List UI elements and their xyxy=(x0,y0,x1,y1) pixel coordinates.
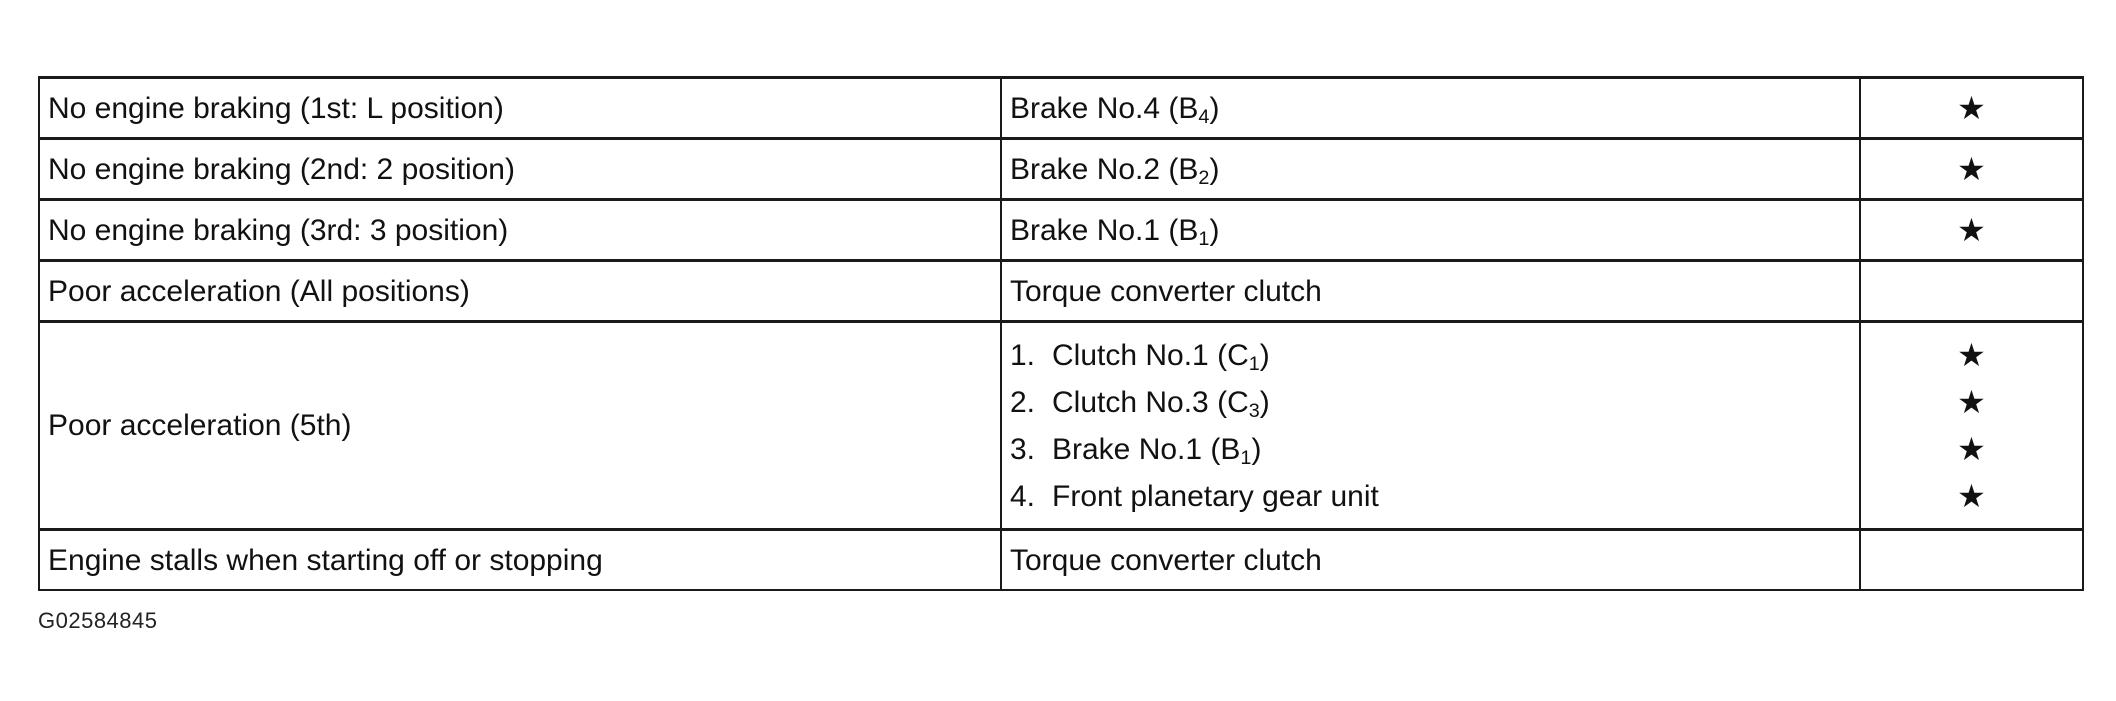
part-subscript: 1 xyxy=(1248,352,1260,375)
table-row: No engine braking (2nd: 2 position) Brak… xyxy=(38,137,2084,201)
symptom-text: Engine stalls when starting off or stopp… xyxy=(48,543,603,577)
part-line: Torque converter clutch xyxy=(1010,268,1851,315)
table-row: Poor acceleration (All positions) Torque… xyxy=(38,259,2084,323)
symptom-cell: Poor acceleration (All positions) xyxy=(38,259,1002,323)
mark-cell: ★ xyxy=(1859,198,2084,262)
item-number: 3. xyxy=(1010,432,1036,466)
mark-cell: ★ ★ ★ ★ xyxy=(1859,320,2084,531)
item-number: 1. xyxy=(1010,338,1036,372)
figure-code: G02584845 xyxy=(38,608,158,633)
symptom-cell: Poor acceleration (5th) xyxy=(38,320,1002,531)
mark-cell xyxy=(1859,259,2084,323)
part-line: 4. Front planetary gear unit xyxy=(1010,473,1851,520)
part-subscript: 1 xyxy=(1240,446,1252,469)
part-text: Brake No.1 (B xyxy=(1010,213,1199,247)
part-line: Brake No.4 (B4) xyxy=(1010,85,1851,132)
star-icon: ★ xyxy=(1957,336,1986,373)
part-line: 3. Brake No.1 (B1) xyxy=(1010,426,1851,473)
part-line: 2. Clutch No.3 (C3) xyxy=(1010,379,1851,426)
part-line: Brake No.2 (B2) xyxy=(1010,146,1851,193)
part-line: Brake No.1 (B1) xyxy=(1010,207,1851,254)
part-text: Brake No.1 (B xyxy=(1052,432,1241,466)
part-subscript: 3 xyxy=(1248,399,1260,422)
symptom-cell: Engine stalls when starting off or stopp… xyxy=(38,528,1002,591)
part-cell: Brake No.2 (B2) xyxy=(1000,137,1861,201)
part-text: Torque converter clutch xyxy=(1010,543,1322,577)
part-text: Front planetary gear unit xyxy=(1052,479,1379,513)
symptom-text: Poor acceleration (All positions) xyxy=(48,274,470,308)
part-line: Torque converter clutch xyxy=(1010,537,1851,584)
table-row: No engine braking (3rd: 3 position) Brak… xyxy=(38,198,2084,262)
mark-cell xyxy=(1859,528,2084,591)
part-subscript: 1 xyxy=(1198,227,1210,250)
part-suffix: ) xyxy=(1209,152,1220,186)
table-row: No engine braking (1st: L position) Brak… xyxy=(38,76,2084,140)
part-cell: 1.Clutch No.1 (C1) 2.Clutch No.3 (C3) 3.… xyxy=(1000,320,1861,531)
symptom-cell: No engine braking (3rd: 3 position) xyxy=(38,198,1002,262)
symptom-cell: No engine braking (2nd: 2 position) xyxy=(38,137,1002,201)
symptom-text: No engine braking (2nd: 2 position) xyxy=(48,152,515,186)
symptom-text: No engine braking (1st: L position) xyxy=(48,91,504,125)
part-suffix: ) xyxy=(1251,432,1262,466)
part-suffix: ) xyxy=(1209,91,1220,125)
part-subscript: 4 xyxy=(1198,105,1210,128)
part-cell: Torque converter clutch xyxy=(1000,528,1861,591)
part-suffix: ) xyxy=(1259,385,1270,419)
part-text: Torque converter clutch xyxy=(1010,274,1322,308)
part-text: Brake No.2 (B xyxy=(1010,152,1199,186)
part-text: Brake No.4 (B xyxy=(1010,91,1199,125)
part-cell: Torque converter clutch xyxy=(1000,259,1861,323)
part-subscript: 2 xyxy=(1198,166,1210,189)
part-line: 1. Clutch No.1 (C1) xyxy=(1010,332,1851,379)
mark-cell: ★ xyxy=(1859,137,2084,201)
star-icon: ★ xyxy=(1957,89,1986,126)
star-icon: ★ xyxy=(1957,211,1986,248)
item-number: 4. xyxy=(1010,479,1036,513)
star-icon: ★ xyxy=(1957,477,1986,514)
part-text: Clutch No.1 (C xyxy=(1052,338,1249,372)
part-text: Clutch No.3 (C xyxy=(1052,385,1249,419)
part-cell: Brake No.1 (B1) xyxy=(1000,198,1861,262)
table-row: Poor acceleration (5th) 1. Clutch No.1 (C… xyxy=(38,320,2084,531)
item-number: 2. xyxy=(1010,385,1036,419)
part-cell: Brake No.4 (B4) xyxy=(1000,76,1861,140)
star-icon: ★ xyxy=(1957,383,1986,420)
star-icon: ★ xyxy=(1957,430,1986,467)
symptom-text: No engine braking (3rd: 3 position) xyxy=(48,213,509,247)
diagnosis-table: No engine braking (1st: L position) Brak… xyxy=(38,76,2084,591)
symptom-cell: No engine braking (1st: L position) xyxy=(38,76,1002,140)
table-row: Engine stalls when starting off or stopp… xyxy=(38,528,2084,591)
part-suffix: ) xyxy=(1209,213,1220,247)
mark-cell: ★ xyxy=(1859,76,2084,140)
part-suffix: ) xyxy=(1259,338,1270,372)
symptom-text: Poor acceleration (5th) xyxy=(48,409,352,442)
star-icon: ★ xyxy=(1957,150,1986,187)
